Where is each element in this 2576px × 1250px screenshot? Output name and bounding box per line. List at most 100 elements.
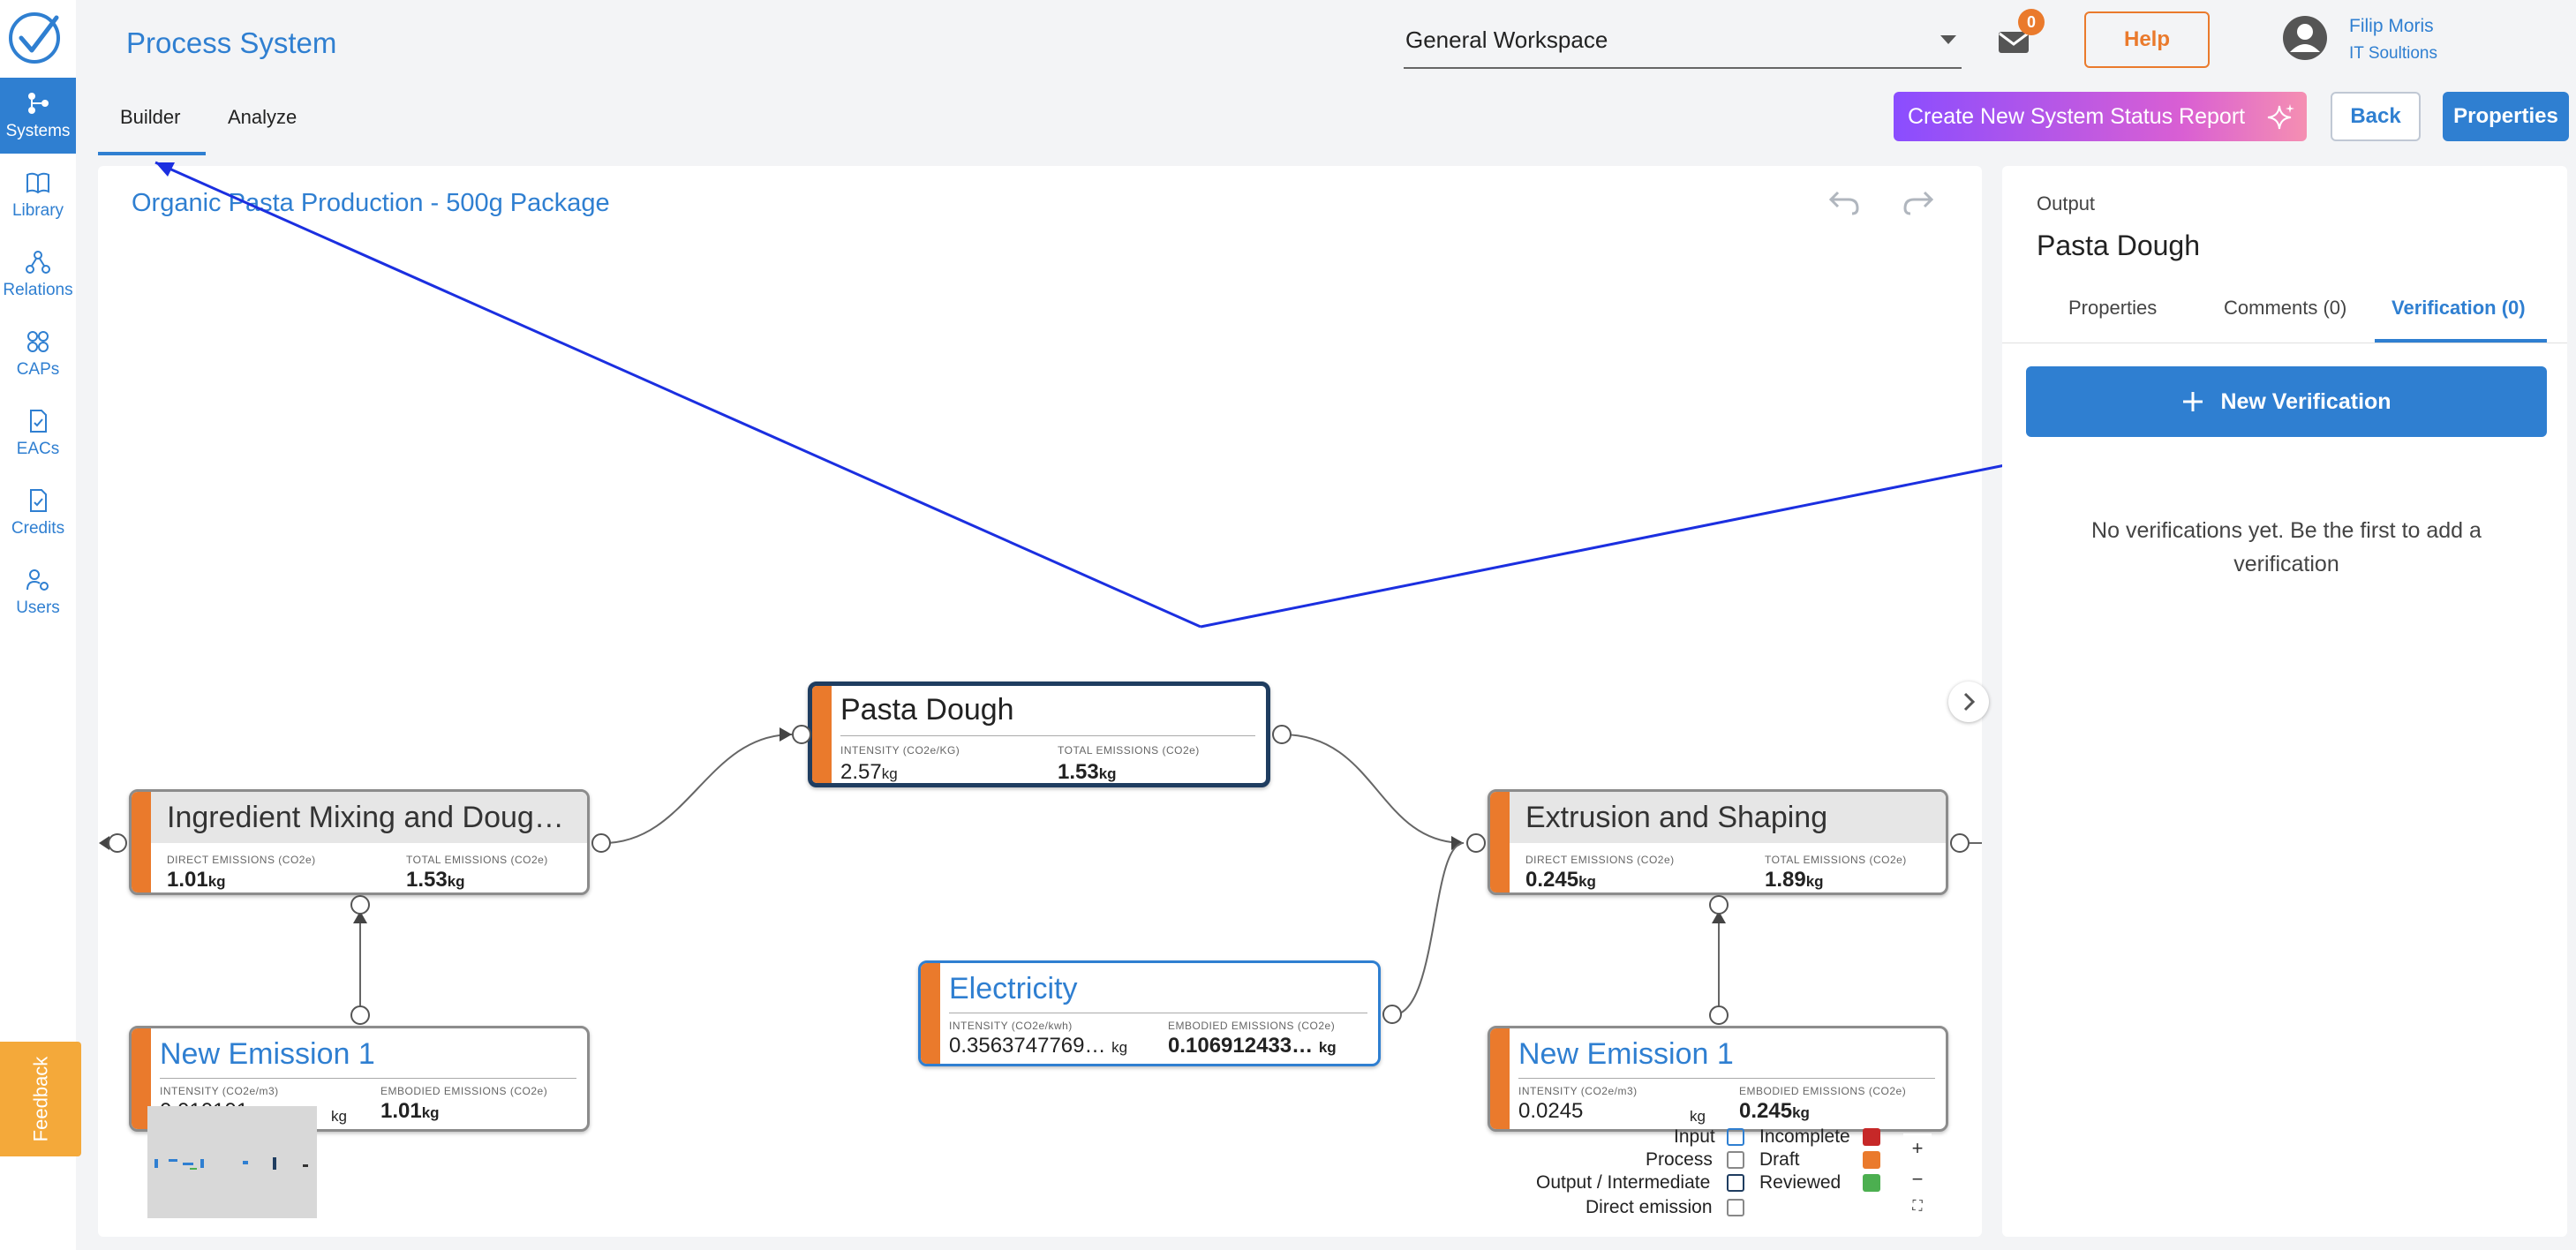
legend-draft-label: Draft	[1759, 1149, 1800, 1170]
doc-check-icon	[30, 410, 47, 433]
nav-eacs[interactable]: EACs	[0, 395, 76, 471]
output-port[interactable]	[1709, 1005, 1729, 1025]
output-port[interactable]	[1382, 1005, 1402, 1024]
system-title: Organic Pasta Production - 500g Package	[132, 189, 610, 217]
node-pasta-dough[interactable]: Pasta Dough INTENSITY (CO2e/KG) 2.57kg T…	[808, 681, 1270, 787]
intensity-value: 0.3563747769… kg	[949, 1034, 1128, 1058]
zoom-out-button[interactable]: −	[1911, 1167, 1924, 1190]
intensity-label: INTENSITY (CO2e/KG)	[840, 744, 960, 757]
status-stripe	[1490, 792, 1510, 892]
embodied-emissions-label: EMBODIED EMISSIONS (CO2e)	[1168, 1020, 1336, 1032]
intensity-label: INTENSITY (CO2e/m3)	[160, 1085, 279, 1097]
direct-emissions-value: 0.245kg	[1525, 868, 1596, 892]
tab-comments[interactable]: Comments (0)	[2224, 297, 2347, 319]
node-ingredient-mixing[interactable]: Ingredient Mixing and Doug… DIRECT EMISS…	[129, 789, 590, 895]
chevron-right-icon	[1963, 692, 1976, 712]
mail-button[interactable]: 0	[1997, 9, 2045, 56]
tab-verification[interactable]: Verification (0)	[2391, 297, 2526, 319]
tab-analyze[interactable]: Analyze	[228, 106, 298, 128]
user-name[interactable]: Filip Moris	[2349, 16, 2434, 36]
nav-label: CAPs	[16, 360, 60, 379]
fit-view-button[interactable]: ⛶	[1912, 1198, 1923, 1214]
legend-output-swatch	[1727, 1174, 1744, 1192]
create-report-label: Create New System Status Report	[1908, 103, 2246, 129]
tab-active-indicator	[2375, 339, 2547, 343]
sparkle-icon	[2267, 104, 2294, 130]
tab-builder[interactable]: Builder	[120, 106, 181, 128]
nav-users[interactable]: Users	[0, 554, 76, 630]
user-avatar-icon	[2283, 16, 2327, 60]
feedback-tab[interactable]: Feedback	[0, 1042, 81, 1156]
legend-process-label: Process	[1646, 1149, 1713, 1170]
input-port[interactable]	[108, 833, 127, 853]
status-stripe	[1490, 1028, 1510, 1129]
grid-icon	[27, 331, 49, 352]
nav-caps[interactable]: CAPs	[0, 316, 76, 392]
legend-direct-emission-label: Direct emission	[1586, 1197, 1713, 1217]
input-port[interactable]	[1466, 833, 1486, 853]
panel-type: Output	[2037, 192, 2096, 215]
node-extrusion-shaping[interactable]: Extrusion and Shaping DIRECT EMISSIONS (…	[1488, 789, 1948, 895]
legend-input-label: Input	[1674, 1126, 1715, 1147]
divider	[1518, 1078, 1935, 1079]
intensity-unit: kg	[1690, 1108, 1706, 1125]
legend-incomplete-swatch	[1863, 1128, 1880, 1146]
embodied-emissions-value: 1.01kg	[380, 1099, 440, 1123]
users-gear-icon	[26, 569, 49, 591]
minimap[interactable]	[147, 1106, 317, 1218]
doc-check-icon	[30, 489, 47, 512]
intensity-value: 0.0245	[1518, 1099, 1584, 1123]
legend-direct-emission-swatch	[1727, 1199, 1744, 1216]
output-port[interactable]	[350, 1005, 370, 1025]
new-verification-button[interactable]: New Verification	[2026, 366, 2547, 437]
embodied-emissions-value: 0.245kg	[1739, 1099, 1810, 1123]
direct-emissions-label: DIRECT EMISSIONS (CO2e)	[167, 854, 316, 866]
total-emissions-value: 1.53kg	[1058, 760, 1117, 784]
total-emissions-label: TOTAL EMISSIONS (CO2e)	[406, 854, 548, 866]
panel-name: Pasta Dough	[2037, 230, 2201, 261]
node-title: Extrusion and Shaping	[1510, 792, 1946, 843]
redo-icon[interactable]	[1900, 187, 1935, 217]
intensity-value: 2.57kg	[840, 760, 898, 784]
nav-label: EACs	[16, 440, 60, 458]
emission-port[interactable]	[1709, 895, 1729, 915]
undo-icon[interactable]	[1827, 187, 1863, 217]
nav-library[interactable]: Library	[0, 157, 76, 233]
properties-button[interactable]: Properties	[2443, 92, 2569, 141]
tab-active-indicator	[98, 152, 206, 155]
node-electricity[interactable]: Electricity INTENSITY (CO2e/kwh) 0.35637…	[918, 960, 1381, 1066]
node-title: New Emission 1	[1518, 1037, 1734, 1071]
tab-properties[interactable]: Properties	[2068, 297, 2158, 319]
feedback-label: Feedback	[29, 1056, 51, 1142]
node-new-emission-1[interactable]: New Emission 1 INTENSITY (CO2e/m3) 0.024…	[1488, 1026, 1948, 1132]
output-port[interactable]	[1950, 833, 1970, 853]
emission-port[interactable]	[350, 895, 370, 915]
zoom-in-button[interactable]: +	[1911, 1137, 1924, 1160]
nav-label: Library	[11, 201, 64, 220]
help-button[interactable]: Help	[2084, 11, 2210, 68]
status-stripe	[132, 792, 151, 892]
page-title: Process System	[126, 26, 337, 59]
nav-systems[interactable]: Systems	[0, 78, 76, 154]
book-icon	[26, 172, 49, 194]
create-report-button[interactable]: Create New System Status Report	[1894, 92, 2307, 141]
intensity-label: INTENSITY (CO2e/kwh)	[949, 1020, 1073, 1032]
workspace-select[interactable]: General Workspace	[1404, 19, 1962, 69]
back-button[interactable]: Back	[2331, 92, 2421, 141]
total-emissions-label: TOTAL EMISSIONS (CO2e)	[1765, 854, 1907, 866]
nav-credits[interactable]: Credits	[0, 475, 76, 551]
mail-icon	[1999, 32, 2029, 53]
nav-relations[interactable]: Relations	[0, 237, 76, 312]
node-title: Electricity	[949, 972, 1078, 1005]
input-port[interactable]	[792, 725, 811, 744]
collapse-panel-button[interactable]	[1948, 681, 1989, 722]
output-port[interactable]	[1272, 725, 1292, 744]
new-verification-label: New Verification	[2220, 388, 2391, 414]
nav-label: Users	[16, 599, 60, 617]
avatar[interactable]	[2282, 15, 2328, 61]
user-company: IT Soultions	[2349, 44, 2437, 63]
plus-icon	[2183, 392, 2203, 411]
divider	[840, 735, 1255, 736]
app-logo[interactable]	[7, 11, 62, 65]
output-port[interactable]	[591, 833, 611, 853]
